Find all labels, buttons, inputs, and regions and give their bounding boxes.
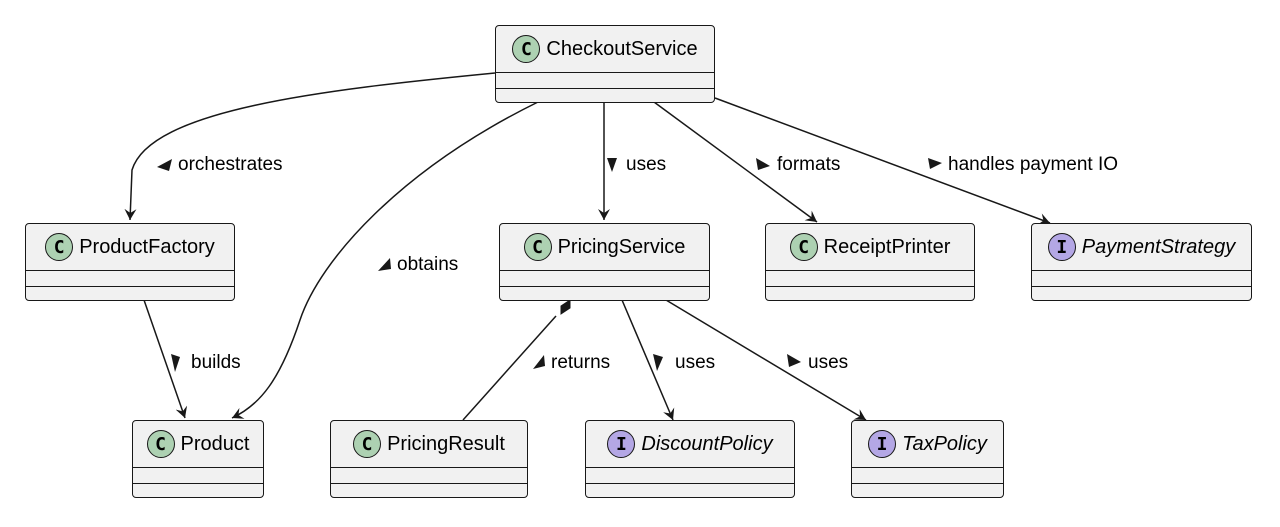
direction-arrow-handles-payment: [928, 158, 942, 169]
label-returns: returns: [551, 352, 611, 373]
interface-badge-icon: I: [868, 430, 897, 458]
direction-arrow-obtains: [378, 258, 391, 271]
class-badge-icon: C: [353, 430, 382, 458]
label-orchestrates: orchestrates: [178, 154, 283, 175]
class-badge-icon: C: [146, 430, 175, 458]
edge-returns: [462, 315, 557, 421]
methods-divider: [766, 286, 974, 287]
class-name: PricingResult: [387, 432, 505, 455]
interface-badge-icon: I: [1047, 233, 1076, 261]
attributes-divider: [1032, 270, 1251, 271]
label-obtains: obtains: [397, 254, 459, 275]
class-name: Product: [180, 432, 250, 455]
direction-arrow-orchestrates: [157, 159, 172, 171]
attributes-divider: [26, 270, 234, 271]
edge-handles-payment: [714, 97, 1051, 225]
class-badge-icon: C: [512, 35, 541, 63]
composition-diamond: [560, 299, 571, 315]
interface-badge-icon: I: [607, 430, 636, 458]
attributes-divider: [331, 467, 527, 468]
methods-divider: [331, 483, 527, 484]
class-name: ProductFactory: [79, 235, 215, 258]
class-name: CheckoutService: [546, 37, 698, 60]
interface-name: DiscountPolicy: [641, 432, 773, 455]
edge-formats: [653, 101, 818, 223]
class-badge-icon: C: [523, 233, 552, 261]
label-handles-payment: handles payment IO: [948, 154, 1119, 175]
methods-divider: [586, 483, 794, 484]
direction-arrow-formats: [756, 158, 770, 170]
methods-divider: [1032, 286, 1251, 287]
direction-arrow-uses-tax: [787, 354, 801, 367]
interface-name: TaxPolicy: [902, 432, 987, 455]
methods-divider: [852, 483, 1003, 484]
label-builds: builds: [191, 352, 241, 373]
class-badge-icon: C: [45, 233, 74, 261]
class-badge-icon: C: [789, 233, 818, 261]
direction-arrow-uses-discount: [653, 354, 663, 371]
edge-obtains: [231, 101, 539, 419]
methods-divider: [26, 286, 234, 287]
direction-arrow-builds: [171, 354, 180, 372]
label-uses-discount: uses: [675, 352, 716, 373]
class-name: PricingService: [557, 235, 686, 258]
edge-uses-tax: [665, 299, 867, 421]
edge-builds: [143, 299, 188, 419]
attributes-divider: [496, 72, 714, 73]
label-formats: formats: [777, 154, 841, 175]
attributes-divider: [133, 467, 263, 468]
attributes-divider: [500, 270, 709, 271]
direction-arrow-uses-pricing: [607, 158, 617, 172]
label-uses-tax: uses: [808, 352, 849, 373]
direction-arrow-returns: [533, 355, 545, 369]
class-name: ReceiptPrinter: [823, 235, 951, 258]
edge-orchestrates: [124, 72, 496, 221]
methods-divider: [500, 286, 709, 287]
methods-divider: [496, 88, 714, 89]
methods-divider: [133, 483, 263, 484]
attributes-divider: [586, 467, 794, 468]
interface-name: PaymentStrategy: [1081, 235, 1236, 258]
attributes-divider: [766, 270, 974, 271]
edge-uses-discount: [621, 299, 675, 421]
label-uses-pricing: uses: [626, 154, 667, 175]
attributes-divider: [852, 467, 1003, 468]
